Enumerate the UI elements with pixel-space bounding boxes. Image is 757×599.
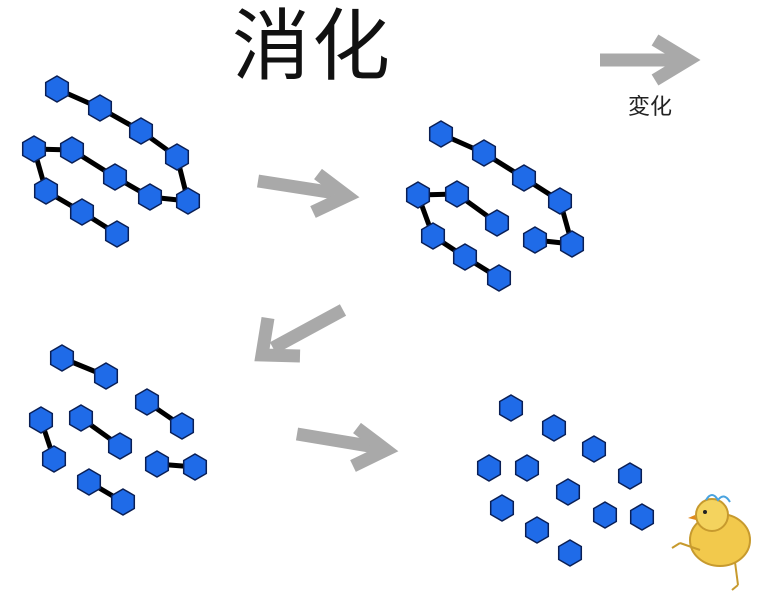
stage2-monomer-icon <box>428 120 454 148</box>
stage4-monomer-icon <box>617 462 643 490</box>
stage4-monomer-icon <box>555 478 581 506</box>
stage4-monomer-icon <box>476 454 502 482</box>
stage1-monomer-icon <box>175 187 201 215</box>
stage2-monomer-icon <box>511 164 537 192</box>
legend-label: 変化 <box>628 95 673 120</box>
stage2-monomer-icon <box>471 139 497 167</box>
stage2-monomer-icon <box>405 181 431 209</box>
stage2-monomer-icon <box>486 264 512 292</box>
arrow-stage2-to-stage3-icon <box>254 304 347 363</box>
stage2-monomer-icon <box>559 230 585 258</box>
stage1-monomer-icon <box>44 75 70 103</box>
stage3-monomer-icon <box>110 488 136 516</box>
stage2-monomer-icon <box>522 226 548 254</box>
stage1-monomer-icon <box>102 163 128 191</box>
stage1-monomer-icon <box>33 177 59 205</box>
stage2-monomer-icon <box>452 243 478 271</box>
stage3-monomer-icon <box>93 362 119 390</box>
stage2-monomer-icon <box>547 187 573 215</box>
stage3-monomer-icon <box>41 445 67 473</box>
stage4-monomer-icon <box>629 503 655 531</box>
stage1-monomer-icon <box>128 117 154 145</box>
page-title: 消化 <box>232 2 393 92</box>
stage4-monomer-icon <box>498 394 524 422</box>
stage2-monomer-icon <box>484 209 510 237</box>
stage4-monomer-icon <box>557 539 583 567</box>
stage2-monomer-icon <box>420 222 446 250</box>
stage3-monomer-icon <box>169 412 195 440</box>
stage4-monomer-icon <box>581 435 607 463</box>
chick-icon <box>671 494 751 591</box>
stage1-monomer-icon <box>69 198 95 226</box>
arrow-stage1-to-stage2-icon <box>256 168 360 218</box>
stage3-monomer-icon <box>182 453 208 481</box>
stage3-monomer-icon <box>144 450 170 478</box>
stage3-monomer-icon <box>134 388 160 416</box>
stage1-monomer-icon <box>21 135 47 163</box>
stage2-monomer-icon <box>444 180 470 208</box>
stage3-monomer-icon <box>68 404 94 432</box>
arrow-right-icon <box>600 34 701 86</box>
stage4-monomer-icon <box>541 414 567 442</box>
stage1-monomer-icon <box>137 183 163 211</box>
stage3-monomer-icon <box>76 468 102 496</box>
stage1-monomer-icon <box>87 94 113 122</box>
stage4-monomer-icon <box>524 516 550 544</box>
arrow-stage3-to-stage4-icon <box>295 422 399 472</box>
molecule-layer <box>21 75 655 567</box>
stage3-monomer-icon <box>107 432 133 460</box>
stage1-monomer-icon <box>164 143 190 171</box>
stage4-monomer-icon <box>514 454 540 482</box>
stage3-monomer-icon <box>49 344 75 372</box>
stage4-monomer-icon <box>592 501 618 529</box>
stage3-monomer-icon <box>28 406 54 434</box>
stage4-monomer-icon <box>489 494 515 522</box>
stage1-monomer-icon <box>59 136 85 164</box>
stage1-monomer-icon <box>104 220 130 248</box>
